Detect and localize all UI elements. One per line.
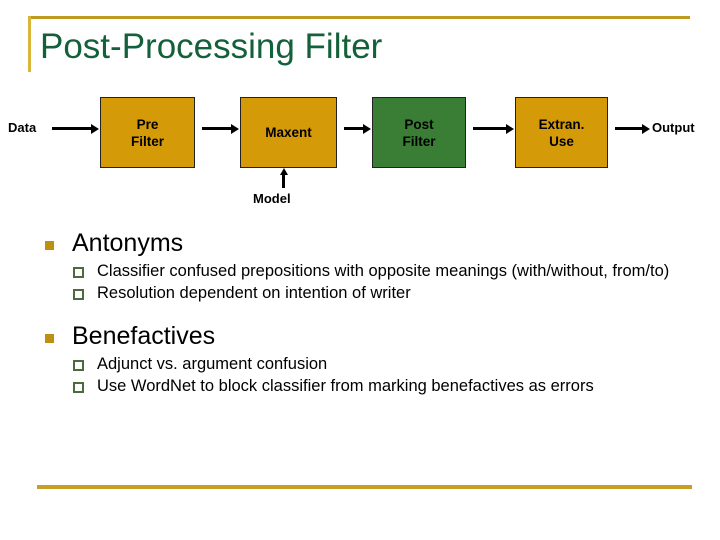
hollow-square-bullet-icon: [73, 267, 84, 278]
diagram-box-maxent-line1: Maxent: [265, 125, 312, 140]
diagram-output-label: Output: [652, 120, 695, 135]
list-item: Resolution dependent on intention of wri…: [0, 283, 720, 304]
sub-list-benefactives: Adjunct vs. argument confusion Use WordN…: [0, 354, 720, 397]
top-vertical-rule: [28, 16, 31, 72]
square-bullet-icon: [45, 334, 54, 343]
section-heading-benefactives-label: Benefactives: [72, 322, 216, 350]
diagram-box-post-filter-line2: Filter: [402, 133, 436, 149]
list-item-text: Classifier confused prepositions with op…: [97, 262, 670, 280]
section-heading-benefactives: Benefactives: [0, 321, 720, 352]
section-heading-antonyms: Antonyms: [0, 228, 720, 259]
section-antonyms: Antonyms Classifier confused preposition…: [0, 228, 720, 304]
square-bullet-icon: [45, 241, 54, 250]
diagram-box-pre-filter: Pre Filter: [100, 97, 195, 168]
arrow-post-filter-to-extran-use: [473, 123, 514, 134]
sub-list-antonyms: Classifier confused prepositions with op…: [0, 261, 720, 304]
list-item-text: Use WordNet to block classifier from mar…: [97, 377, 594, 395]
top-horizontal-rule: [28, 16, 690, 19]
list-item: Use WordNet to block classifier from mar…: [0, 376, 720, 397]
section-spacer: [0, 305, 720, 321]
diagram-box-extran-use: Extran. Use: [515, 97, 608, 168]
slide-body: Antonyms Classifier confused preposition…: [0, 228, 720, 398]
arrow-extran-use-to-output: [615, 123, 650, 134]
arrow-model-to-maxent: [279, 168, 288, 188]
diagram-box-extran-use-line1: Extran.: [538, 116, 585, 132]
pipeline-diagram: Data Pre Filter Maxent Model Post Filter…: [0, 90, 720, 215]
diagram-box-maxent: Maxent: [240, 97, 337, 168]
list-item: Classifier confused prepositions with op…: [0, 261, 720, 282]
diagram-box-post-filter-line1: Post: [404, 116, 434, 132]
diagram-box-extran-use-line2: Use: [549, 133, 574, 149]
arrow-pre-filter-to-maxent: [202, 123, 239, 134]
hollow-square-bullet-icon: [73, 289, 84, 300]
hollow-square-bullet-icon: [73, 382, 84, 393]
section-heading-antonyms-label: Antonyms: [72, 229, 184, 257]
page-title: Post-Processing Filter: [40, 27, 383, 66]
section-benefactives: Benefactives Adjunct vs. argument confus…: [0, 321, 720, 397]
list-item-text: Resolution dependent on intention of wri…: [97, 284, 411, 302]
diagram-input-label: Data: [8, 120, 37, 135]
arrow-data-to-pre-filter: [52, 123, 99, 134]
list-item-text: Adjunct vs. argument confusion: [97, 355, 328, 373]
diagram-box-pre-filter-line1: Pre: [136, 116, 159, 132]
diagram-box-pre-filter-line2: Filter: [130, 133, 164, 149]
diagram-model-label: Model: [253, 191, 291, 206]
bottom-horizontal-rule: [37, 485, 692, 489]
diagram-box-post-filter: Post Filter: [372, 97, 466, 168]
hollow-square-bullet-icon: [73, 360, 84, 371]
list-item: Adjunct vs. argument confusion: [0, 354, 720, 375]
arrow-maxent-to-post-filter: [344, 123, 371, 134]
